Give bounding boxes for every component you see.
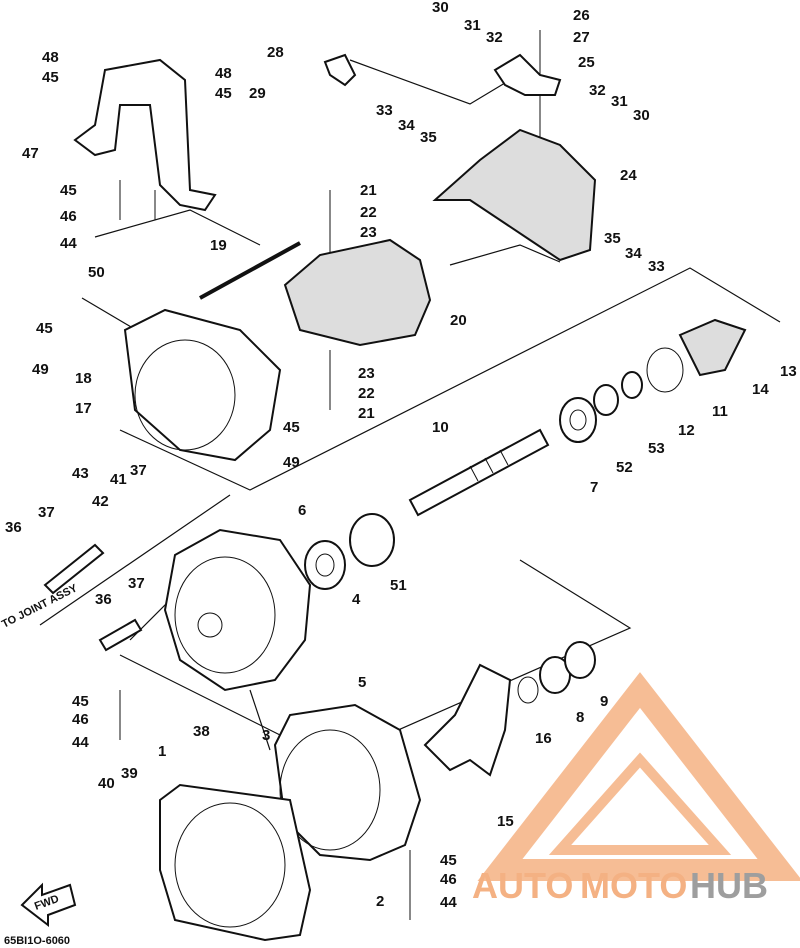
callout-49: 49 bbox=[283, 454, 300, 471]
leader-lines bbox=[39, 30, 781, 920]
callout-46: 46 bbox=[440, 871, 457, 888]
callout-labels: 30 31 32 26 27 25 28 29 32 31 30 48 45 4… bbox=[5, 0, 797, 911]
callout-2: 2 bbox=[376, 893, 384, 910]
callout-36: 36 bbox=[5, 519, 22, 536]
callout-19: 19 bbox=[210, 237, 227, 254]
callout-45: 45 bbox=[283, 419, 300, 436]
callout-11: 11 bbox=[712, 403, 728, 420]
callout-23: 23 bbox=[360, 224, 377, 241]
callout-29: 29 bbox=[249, 85, 266, 102]
callout-27: 27 bbox=[573, 29, 590, 46]
watermark-text-auto: AUTO bbox=[472, 865, 573, 906]
callout-22: 22 bbox=[360, 204, 377, 221]
callout-23: 23 bbox=[358, 365, 375, 382]
callout-37: 37 bbox=[130, 462, 147, 479]
callout-31: 31 bbox=[464, 17, 481, 34]
callout-46: 46 bbox=[60, 208, 77, 225]
callout-6: 6 bbox=[298, 502, 306, 519]
callout-31: 31 bbox=[611, 93, 628, 110]
callout-28: 28 bbox=[267, 44, 284, 61]
callout-32: 32 bbox=[589, 82, 606, 99]
callout-45: 45 bbox=[440, 852, 457, 869]
callout-38: 38 bbox=[193, 723, 210, 740]
callout-44: 44 bbox=[60, 235, 77, 252]
callout-52: 52 bbox=[616, 459, 633, 476]
callout-8: 8 bbox=[576, 709, 584, 726]
callout-48: 48 bbox=[42, 49, 59, 66]
callout-41: 41 bbox=[110, 471, 127, 488]
diagram-code: 65BI1O-6060 bbox=[4, 935, 70, 947]
part-shapes bbox=[20, 53, 747, 942]
callout-37: 37 bbox=[128, 575, 145, 592]
callout-46: 46 bbox=[72, 711, 89, 728]
callout-4: 4 bbox=[352, 591, 361, 608]
callout-45: 45 bbox=[72, 693, 89, 710]
callout-39: 39 bbox=[121, 765, 138, 782]
callout-30: 30 bbox=[432, 0, 449, 16]
callout-30: 30 bbox=[633, 107, 650, 124]
callout-21: 21 bbox=[360, 182, 377, 199]
watermark-text-moto: MOTO bbox=[580, 865, 687, 906]
callout-44: 44 bbox=[440, 894, 457, 911]
callout-22: 22 bbox=[358, 385, 375, 402]
callout-14: 14 bbox=[752, 381, 769, 398]
callout-34: 34 bbox=[398, 117, 415, 134]
callout-45: 45 bbox=[42, 69, 59, 86]
callout-50: 50 bbox=[88, 264, 105, 281]
fwd-arrow-icon bbox=[20, 882, 77, 928]
callout-16: 16 bbox=[535, 730, 552, 747]
callout-24: 24 bbox=[620, 167, 637, 184]
callout-26: 26 bbox=[573, 7, 590, 24]
watermark-logo: AUTO MOTO HUB bbox=[472, 672, 800, 906]
callout-44: 44 bbox=[72, 734, 89, 751]
callout-33: 33 bbox=[648, 258, 665, 275]
callout-18: 18 bbox=[75, 370, 92, 387]
callout-17: 17 bbox=[75, 400, 92, 417]
callout-45: 45 bbox=[60, 182, 77, 199]
callout-32: 32 bbox=[486, 29, 503, 46]
callout-45: 45 bbox=[215, 85, 232, 102]
callout-37: 37 bbox=[38, 504, 55, 521]
callout-47: 47 bbox=[22, 145, 39, 162]
callout-51: 51 bbox=[390, 577, 407, 594]
callout-15: 15 bbox=[497, 813, 514, 830]
callout-13: 13 bbox=[780, 363, 797, 380]
callout-12: 12 bbox=[678, 422, 695, 439]
callout-7: 7 bbox=[590, 479, 598, 496]
callout-43: 43 bbox=[72, 465, 89, 482]
callout-3: 3 bbox=[262, 727, 270, 744]
callout-40: 40 bbox=[98, 775, 115, 792]
callout-1: 1 bbox=[158, 743, 166, 760]
watermark-text-hub: HUB bbox=[690, 865, 768, 906]
callout-35: 35 bbox=[604, 230, 621, 247]
callout-53: 53 bbox=[648, 440, 665, 457]
callout-21: 21 bbox=[358, 405, 375, 422]
callout-36: 36 bbox=[95, 591, 112, 608]
callout-33: 33 bbox=[376, 102, 393, 119]
callout-9: 9 bbox=[600, 693, 608, 710]
callout-5: 5 bbox=[358, 674, 366, 691]
callout-20: 20 bbox=[450, 312, 467, 329]
callout-42: 42 bbox=[92, 493, 109, 510]
callout-45: 45 bbox=[36, 320, 53, 337]
callout-10: 10 bbox=[432, 419, 449, 436]
callout-49: 49 bbox=[32, 361, 49, 378]
callout-48: 48 bbox=[215, 65, 232, 82]
callout-34: 34 bbox=[625, 245, 642, 262]
callout-35: 35 bbox=[420, 129, 437, 146]
callout-25: 25 bbox=[578, 54, 595, 71]
